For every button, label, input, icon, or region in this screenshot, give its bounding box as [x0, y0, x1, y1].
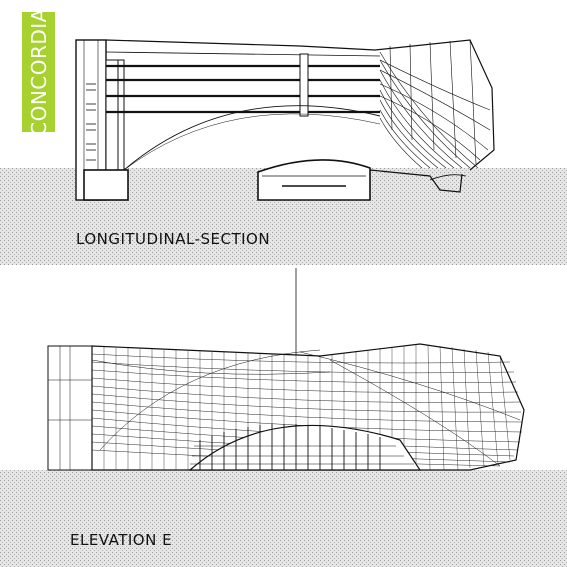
elevation-e-drawing — [47, 268, 525, 471]
section-label: LONGITUDINAL-SECTION — [76, 230, 271, 248]
ground-band-elevation — [0, 470, 567, 567]
project-title-tag: CONCORDIA — [22, 8, 55, 136]
elevation-label: ELEVATION E — [70, 531, 173, 549]
longitudinal-section-drawing — [75, 39, 495, 201]
